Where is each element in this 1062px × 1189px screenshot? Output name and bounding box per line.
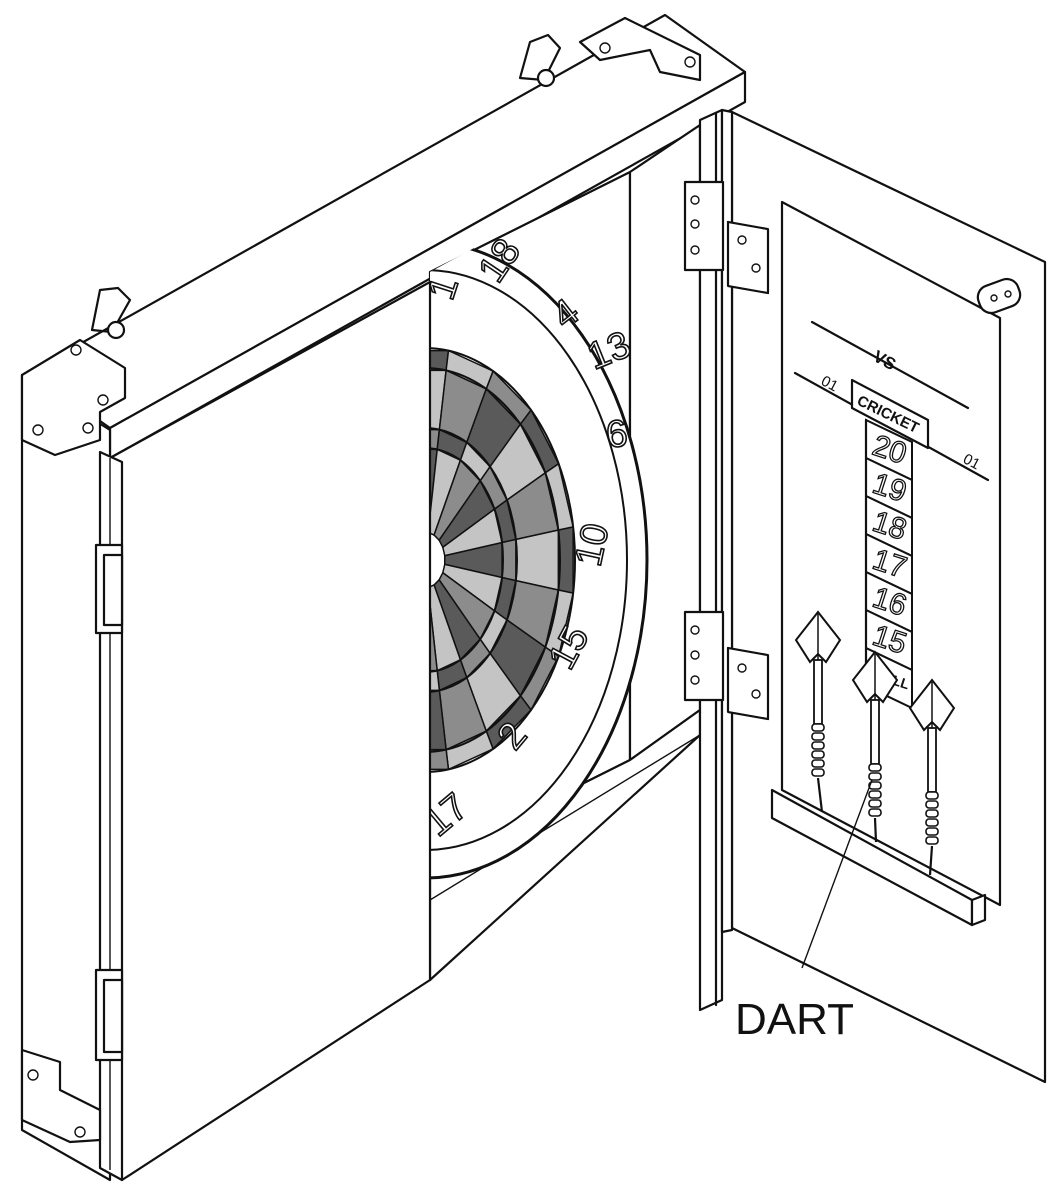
door-latch: [976, 277, 1022, 315]
dartboard-outer-ring: [430, 240, 649, 880]
board-segment: [515, 529, 560, 591]
dart: [851, 650, 899, 843]
dartboard-segments: [430, 349, 575, 771]
right-hinges: [683, 180, 770, 721]
cabinet-body: [20, 13, 747, 1182]
corner-brackets: [20, 16, 702, 1144]
scoreboard-rows: 201918171615BULL: [864, 418, 913, 710]
board-segment: [501, 538, 517, 582]
scoreboard: VS 01 01 CRICKET 201918171615BULL: [793, 320, 990, 710]
dartboard: 1 18 4 13 6 10 15 2 17: [430, 231, 649, 880]
dart: [794, 610, 842, 813]
board-segment: [430, 689, 447, 751]
dart-label: DART: [735, 995, 854, 1044]
scoreboard-left-mode: 01: [818, 373, 841, 396]
dart-callout: DART: [735, 779, 873, 1044]
board-segment: [430, 586, 439, 672]
board-segment: [430, 748, 450, 771]
left-hinges: [94, 543, 124, 1062]
board-segment: [430, 669, 441, 692]
hanger-rings: [90, 33, 562, 340]
scoreboard-right-mode: 01: [960, 451, 983, 474]
dartboard-numbers: 1 18 4 13 6 10 15 2 17: [430, 231, 637, 846]
darts: [794, 610, 956, 876]
board-number-10: 10: [568, 520, 618, 570]
dart: [908, 678, 956, 876]
